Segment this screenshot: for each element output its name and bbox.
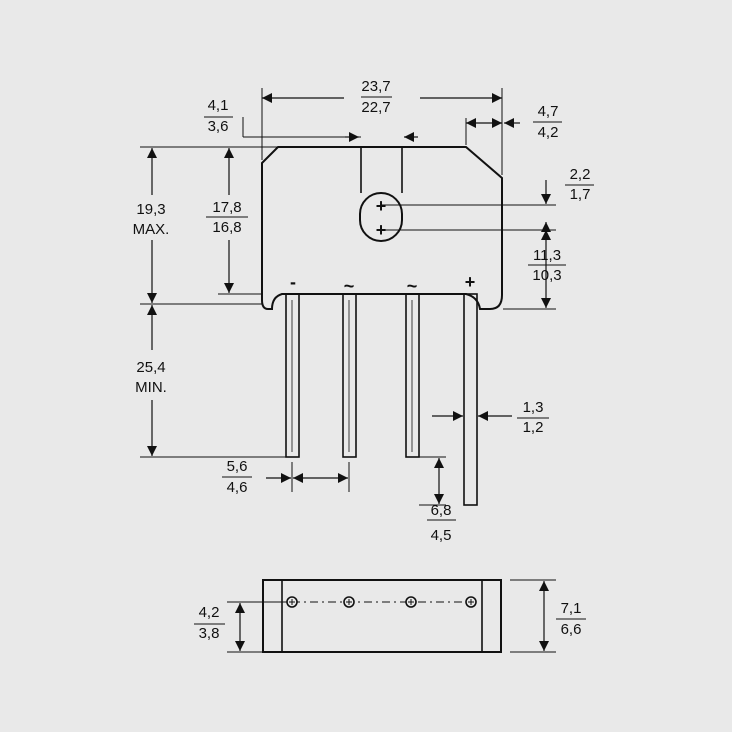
bottom-view-body xyxy=(262,579,502,653)
hole-dia-max: 2,2 xyxy=(570,166,591,183)
lead-row-height-min: 3,8 xyxy=(199,625,220,642)
hole-height-max: 11,3 xyxy=(533,247,561,264)
lead-thickness-max: 1,3 xyxy=(523,399,544,416)
lead-row-height-max: 4,2 xyxy=(199,604,220,621)
slot-width-max: 4,1 xyxy=(208,97,229,114)
pin-label-plus: + xyxy=(465,272,476,292)
body-height-max: 19,3 xyxy=(136,201,165,218)
chamfer-min: 4,2 xyxy=(538,124,559,141)
plus-ext-max: 6,8 xyxy=(431,502,452,519)
lead-ac-2 xyxy=(405,293,420,458)
lead-thickness-min: 1,2 xyxy=(523,419,544,436)
slot-depth-max: 17,8 xyxy=(212,199,241,216)
lead-minus xyxy=(285,293,300,458)
pin-label-minus: - xyxy=(290,272,296,292)
mounting-hole xyxy=(359,192,403,242)
slot-width-min: 3,6 xyxy=(208,118,229,135)
lead-plus xyxy=(463,293,478,506)
pin-label-ac-2: ~ xyxy=(407,276,418,296)
hole-symbol-lower: + xyxy=(376,220,387,240)
hole-height-min: 10,3 xyxy=(532,267,561,284)
lead-ac-1 xyxy=(342,293,357,458)
width-max: 23,7 xyxy=(361,78,390,95)
lead-length-note: MIN. xyxy=(135,379,167,396)
lead-pitch-max: 5,6 xyxy=(227,458,248,475)
lead-pitch-min: 4,6 xyxy=(227,479,248,496)
center-slot xyxy=(360,147,403,193)
body-thickness-max: 7,1 xyxy=(561,600,582,617)
lead-length-max: 25,4 xyxy=(136,359,165,376)
body-height-note: MAX. xyxy=(133,221,170,238)
body-thickness-min: 6,6 xyxy=(561,621,582,638)
slot-depth-min: 16,8 xyxy=(212,219,241,236)
hole-dia-min: 1,7 xyxy=(570,186,591,203)
plus-ext-min: 4,5 xyxy=(431,527,452,544)
pin-label-ac-1: ~ xyxy=(344,276,355,296)
chamfer-max: 4,7 xyxy=(538,103,559,120)
width-min: 22,7 xyxy=(361,99,390,116)
hole-symbol-upper: + xyxy=(376,196,387,216)
